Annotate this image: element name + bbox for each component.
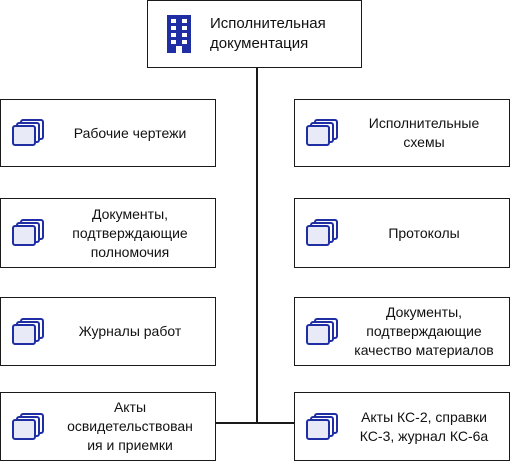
documents-stack-icon [12,119,44,146]
documents-stack-icon [12,317,44,345]
documents-stack-icon [12,412,44,440]
documents-stack-icon [12,219,44,246]
node-authority-documents: Документы, подтверждающие полномочия [0,198,216,268]
node-material-quality-documents: Документы, подтверждающие качество матер… [294,297,510,366]
root-node: Исполнительная документация [147,0,362,68]
node-label: Исполнительные схемы [368,115,480,150]
node-working-drawings: Рабочие чертежи [0,99,216,167]
documents-stack-icon [306,219,338,246]
vertical-connector [256,68,258,424]
node-label: Акты освидетельствован ия и приемки [67,399,193,453]
node-as-built-schemes: Исполнительные схемы [294,99,510,167]
horizontal-connector [216,422,294,424]
documents-stack-icon [306,119,338,146]
node-inspection-acts: Акты освидетельствован ия и приемки [0,392,216,461]
node-label: Рабочие чертежи [73,124,187,141]
building-icon [167,15,191,53]
documents-stack-icon [306,317,338,345]
node-protocols: Протоколы [294,198,510,268]
node-work-logs: Журналы работ [0,297,216,366]
node-label: Журналы работ [78,323,182,339]
node-ks-acts: Акты КС-2, справки КС-3, журнал КС-6а [294,392,510,461]
root-label: Исполнительная документация [210,15,326,52]
node-label: Протоколы [388,224,460,241]
node-label: Акты КС-2, справки КС-3, журнал КС-6а [359,408,489,444]
node-label: Документы, подтверждающие полномочия [72,205,188,260]
documents-stack-icon [306,412,338,440]
node-label: Документы, подтверждающие качество матер… [354,304,494,358]
